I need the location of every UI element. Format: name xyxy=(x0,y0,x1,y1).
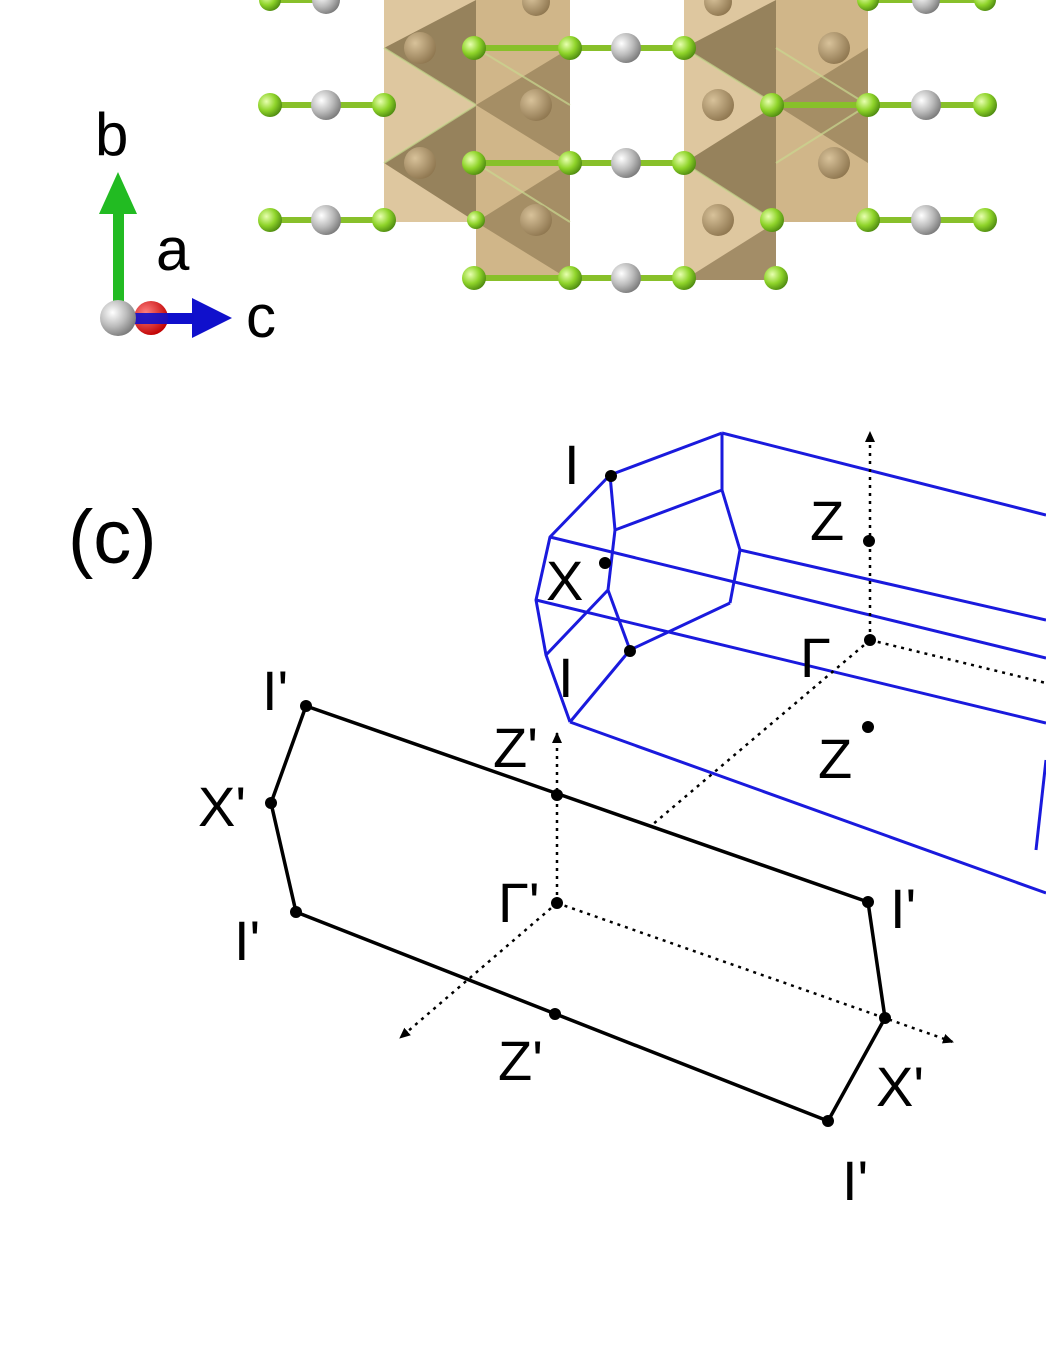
green-atoms xyxy=(258,0,997,290)
bz-edges xyxy=(534,431,1046,895)
bz-label-I-top: I xyxy=(564,433,580,496)
projected-points xyxy=(265,700,891,1127)
point-Gamma-prime xyxy=(551,897,563,909)
bz-label-Z-bottom: Z xyxy=(818,727,852,790)
axis-indicator: b a c xyxy=(95,101,276,350)
projected-zone-outline xyxy=(269,704,887,1123)
proj-label-Gamma-prime: Γ' xyxy=(498,871,540,934)
point-Z-prime-bottom xyxy=(549,1008,561,1020)
point-X xyxy=(599,557,611,569)
interior-bonds xyxy=(383,47,869,223)
point-X-prime-right xyxy=(879,1012,891,1024)
bz-label-Gamma: Γ xyxy=(800,626,831,689)
point-Z-prime-top xyxy=(551,789,563,801)
proj-label-X-prime-right: X' xyxy=(876,1055,924,1118)
ky-axis-3d xyxy=(869,638,1046,685)
projected-zone-2d: I' Z' X' Γ' I' I' Z' X' I' xyxy=(198,659,954,1212)
b-axis-shaft xyxy=(113,208,124,316)
point-Z-top xyxy=(863,535,875,547)
proj-label-I-prime-bottom-left: I' xyxy=(234,909,260,972)
point-I-bottom xyxy=(624,645,636,657)
proj-label-Z-prime-bottom: Z' xyxy=(498,1029,543,1092)
point-I-top xyxy=(605,470,617,482)
proj-label-I-prime-bottom-right: I' xyxy=(842,1149,868,1212)
point-Gamma xyxy=(864,634,876,646)
point-I-prime-bottom-left xyxy=(290,906,302,918)
ky-axis-2d xyxy=(556,901,954,1044)
bz-label-I-bottom: I xyxy=(558,646,574,709)
panel-label: (c) xyxy=(68,495,157,580)
metal-centers xyxy=(404,0,850,236)
proj-label-I-prime-top-left: I' xyxy=(262,659,288,722)
axis-origin xyxy=(100,300,136,336)
kx-axis-2d xyxy=(399,902,558,1039)
c-axis-arrowhead xyxy=(192,298,232,338)
bz-label-Z-top: Z xyxy=(810,489,844,552)
point-X-prime-left xyxy=(265,797,277,809)
proj-label-Z-prime-top: Z' xyxy=(493,716,538,779)
bz-points xyxy=(599,470,876,733)
point-I-prime-right xyxy=(862,896,874,908)
bz-label-X: X xyxy=(546,549,583,612)
proj-label-X-prime-left: X' xyxy=(198,775,246,838)
point-I-prime-top-left xyxy=(300,700,312,712)
gray-atoms xyxy=(311,0,941,293)
crystal-structure xyxy=(258,0,997,293)
proj-label-I-prime-right: I' xyxy=(890,877,916,940)
a-axis-label: a xyxy=(156,216,190,283)
brillouin-zone-3d: I Z X Γ I Z xyxy=(534,431,1046,895)
point-I-prime-bottom-right xyxy=(822,1115,834,1127)
b-axis-label: b xyxy=(95,101,128,168)
point-Z-bottom xyxy=(862,721,874,733)
b-axis-arrowhead xyxy=(99,172,137,214)
projected-dotted-axes xyxy=(399,732,954,1044)
c-axis-label: c xyxy=(246,283,276,350)
